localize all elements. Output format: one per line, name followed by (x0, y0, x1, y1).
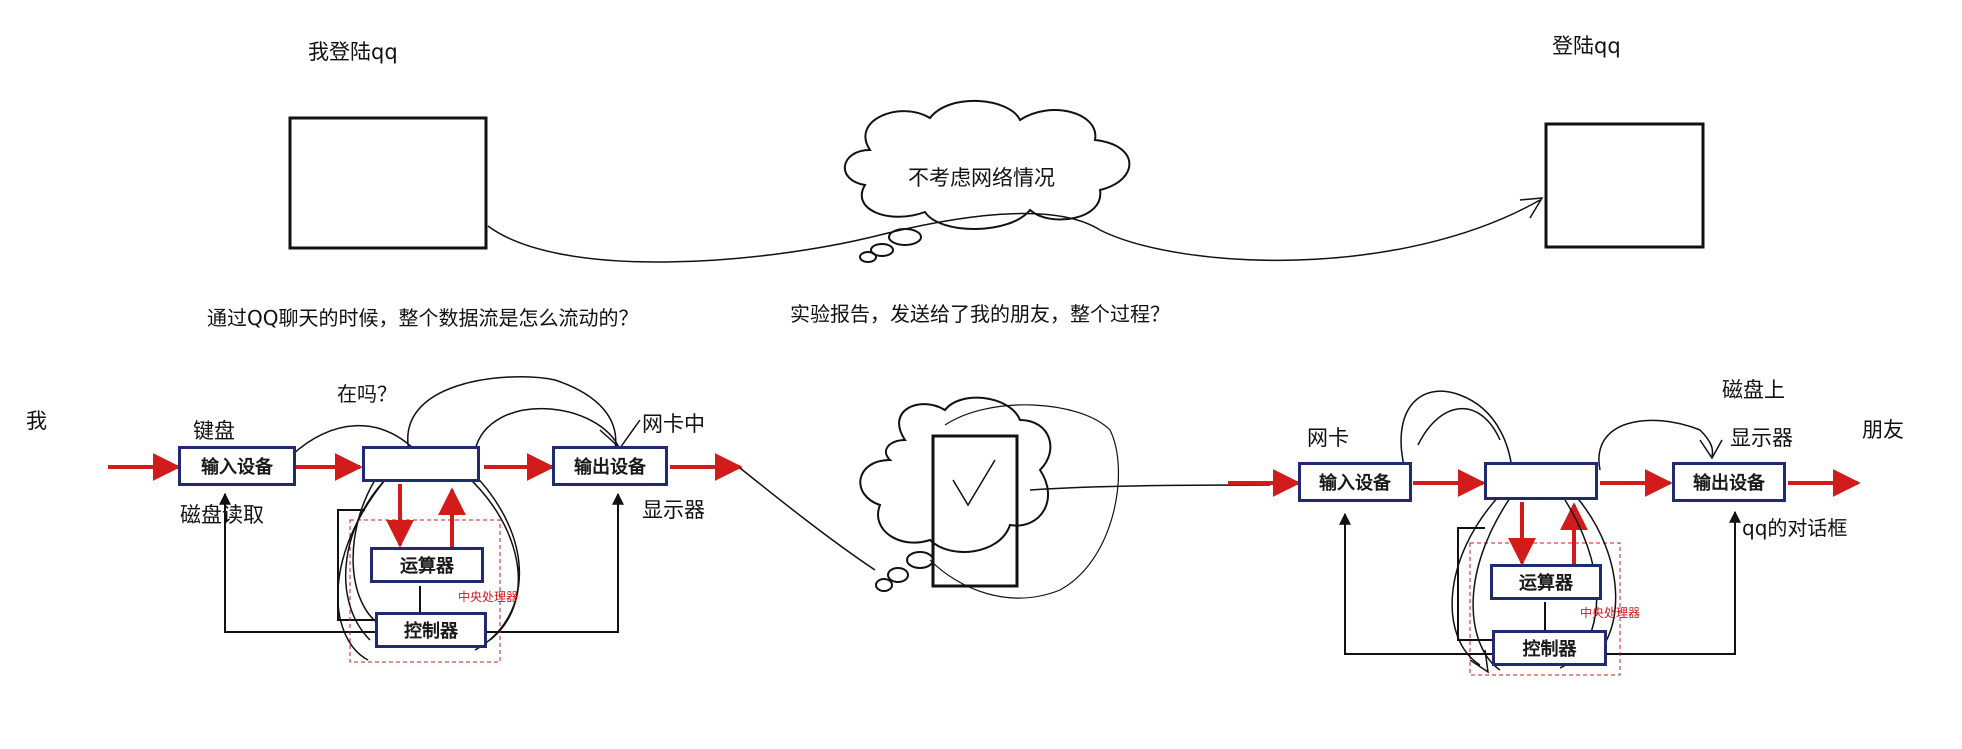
right-controller: 控制器 (1492, 630, 1607, 666)
cloud-text: 不考虑网络情况 (908, 166, 1055, 190)
left-computer-box (288, 116, 488, 250)
right-display-label: 显示器 (1730, 426, 1793, 450)
left-output-device: 输出设备 (552, 446, 668, 486)
right-login-title: 登陆qq (1552, 34, 1621, 58)
left-keyboard-label: 键盘 (193, 419, 235, 443)
left-person-label: 我 (26, 409, 47, 433)
left-question-label: 在吗？ (337, 382, 397, 406)
right-alu: 运算器 (1490, 564, 1602, 600)
left-cpu-box (362, 446, 480, 482)
right-cpu-box (1484, 462, 1598, 500)
left-controller: 控制器 (375, 612, 487, 648)
left-login-title: 我登陆qq (308, 40, 398, 64)
right-computer-box (1544, 122, 1705, 249)
right-dialog-label: qq的对话框 (1742, 516, 1848, 540)
cloud-to-right-line (1029, 484, 1271, 491)
right-nic-label: 网卡 (1307, 426, 1349, 450)
left-disk-read-label: 磁盘读取 (180, 503, 264, 527)
top-connection-arrowhead (1519, 197, 1544, 219)
question-dataflow: 通过QQ聊天的时候，整个数据流是怎么流动的？ (207, 306, 639, 330)
right-cpu-label: 中央处理器 (1580, 606, 1641, 620)
left-to-cloud-curve (739, 467, 876, 571)
right-output-device: 输出设备 (1672, 462, 1786, 502)
question-report: 实验报告，发送给了我的朋友，整个过程？ (790, 302, 1170, 326)
left-input-device: 输入设备 (178, 446, 296, 486)
right-person-label: 朋友 (1862, 418, 1904, 442)
left-alu: 运算器 (370, 547, 484, 583)
right-input-device: 输入设备 (1298, 462, 1412, 502)
left-nic-label: 网卡中 (642, 412, 705, 436)
thought-cloud (844, 99, 1131, 263)
left-display-label: 显示器 (642, 498, 705, 522)
document-cloud (859, 396, 1120, 599)
right-disk-label: 磁盘上 (1722, 378, 1785, 402)
top-connection-curve (487, 199, 1541, 263)
left-cpu-label: 中央处理器 (458, 590, 519, 604)
